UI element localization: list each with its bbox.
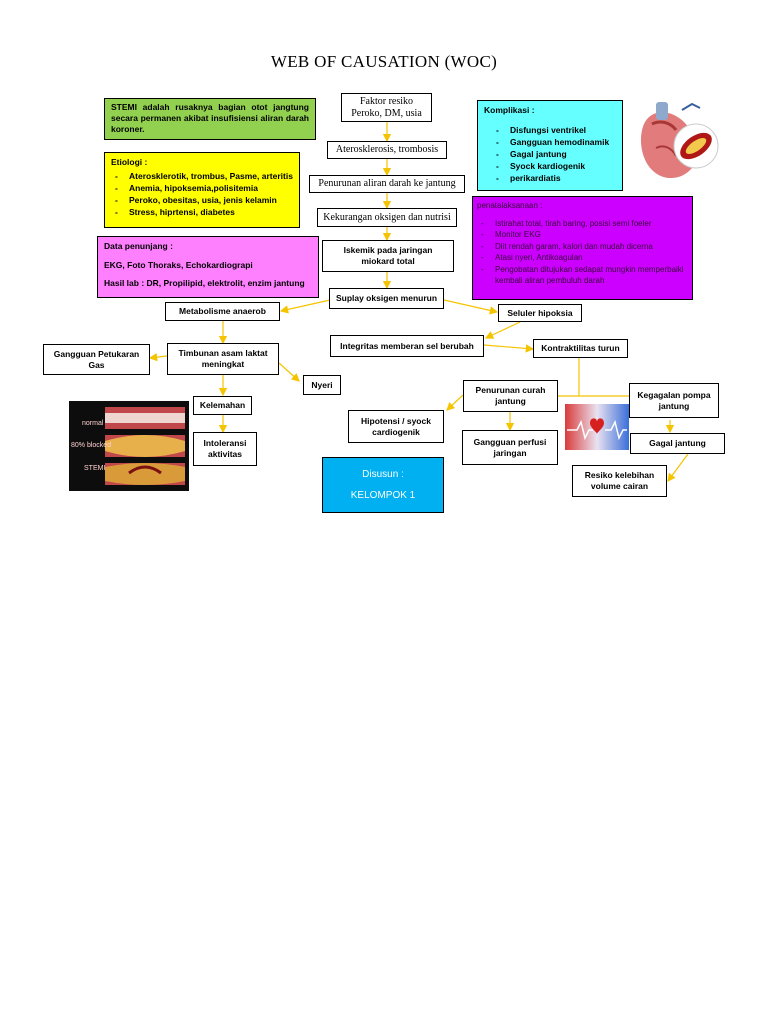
- komplikasi-heading: Komplikasi :: [484, 105, 535, 115]
- page-title: WEB OF CAUSATION (WOC): [270, 52, 498, 71]
- penatalaksanaan-item: Diit rendah garam, kalori dan mudah dice…: [477, 241, 688, 253]
- arrow: [278, 362, 300, 382]
- node-intoleransi-aktivitas: Intoleransi aktivitas: [193, 432, 257, 466]
- node-text: Gangguan perfusi jaringan: [473, 436, 547, 458]
- komplikasi-item: Gangguan hemodinamik: [492, 136, 616, 148]
- node-text: Iskemik pada jaringan miokard total: [343, 245, 433, 266]
- node-gangguan-perfusi: Gangguan perfusi jaringan: [462, 430, 558, 465]
- penatalaksanaan-item: Monitor EKG: [477, 229, 688, 241]
- node-text: Gangguan Petukaran Gas: [53, 348, 140, 370]
- node-hipotensi-syock: Hipotensi / syock cardiogenik: [348, 410, 444, 443]
- node-text: Intoleransi aktivitas: [203, 438, 247, 459]
- node-text: Resiko kelebihan volume cairan: [584, 470, 655, 491]
- node-text: Gagal jantung: [649, 438, 706, 448]
- node-integritas-memberan: Integritas memberan sel berubah: [330, 335, 484, 357]
- penatalaksanaan-heading: penatalaksanaan :: [477, 201, 543, 210]
- node-text: Suplay oksigen menurun: [335, 293, 438, 303]
- node-kelemahan: Kelemahan: [193, 396, 252, 415]
- etiologi-item: Stress, hiprtensi, diabetes: [111, 206, 293, 218]
- node-text: Kelemahan: [199, 400, 246, 410]
- node-text: Integritas memberan sel berubah: [340, 340, 474, 351]
- node-text: Kekurangan oksigen dan nutrisi: [323, 211, 451, 223]
- penunjang-line: Hasil lab : DR, Propilipid, elektrolit, …: [104, 278, 305, 288]
- node-text: Timbunan asam laktat meningkat: [178, 348, 268, 369]
- heart-ecg-icon: [565, 404, 629, 450]
- artery-label: STEMI: [84, 465, 106, 472]
- node-gagal-jantung: Gagal jantung: [630, 433, 725, 454]
- node-text: Hipotensi / syock cardiogenik: [361, 415, 431, 437]
- etiologi-heading: Etiologi :: [111, 157, 148, 167]
- penatalaksanaan-item: Atasi nyeri, Antikoagulan: [477, 252, 688, 264]
- node-faktor-resiko: Faktor resiko Peroko, DM, usia: [341, 93, 432, 122]
- komplikasi-box: Komplikasi : Disfungsi ventrikel Ganggua…: [477, 100, 623, 191]
- artery-blockage-image: normal 80% blocked STEMI: [69, 401, 189, 491]
- stemi-definition-text: STEMI adalah rusaknya bagian otot jangtu…: [111, 102, 309, 134]
- data-penunjang-box: Data penunjang : EKG, Foto Thoraks, Echo…: [97, 236, 319, 298]
- stemi-definition-box: STEMI adalah rusaknya bagian otot jangtu…: [104, 98, 316, 140]
- node-timbunan-asam-laktat: Timbunan asam laktat meningkat: [167, 343, 279, 375]
- penatalaksanaan-item: Pengobatan ditujukan sedapat mungkin mem…: [477, 264, 688, 287]
- node-penurunan-aliran: Penurunan aliran darah ke jantung: [309, 175, 465, 193]
- arrow: [446, 394, 464, 411]
- etiologi-box: Etiologi : Aterosklerotik, trombus, Pasm…: [104, 152, 300, 228]
- arrow: [148, 352, 168, 362]
- etiologi-item: Peroko, obesitas, usia, jenis kelamin: [111, 194, 293, 206]
- node-resiko-kelebihan-cairan: Resiko kelebihan volume cairan: [572, 465, 667, 497]
- node-aterosklerosis: Aterosklerosis, trombosis: [327, 141, 447, 159]
- node-text: Kontraktilitas turun: [541, 343, 620, 353]
- node-gangguan-pertukaran-gas: Gangguan Petukaran Gas: [43, 344, 150, 375]
- arrow: [483, 344, 535, 353]
- node-kegagalan-pompa: Kegagalan pompa jantung: [629, 383, 719, 418]
- heart-artery-illustration: [630, 98, 722, 186]
- node-nyeri: Nyeri: [303, 375, 341, 395]
- disusun-group: KELOMPOK 1: [350, 490, 416, 501]
- node-text: Faktor resiko Peroko, DM, usia: [351, 95, 422, 119]
- komplikasi-item: Syock kardiogenik: [492, 160, 616, 172]
- disusun-box: Disusun : KELOMPOK 1: [322, 457, 444, 513]
- node-text: Aterosklerosis, trombosis: [335, 144, 439, 155]
- node-text: Penurunan curah jantung: [475, 385, 546, 406]
- node-text: Penurunan aliran darah ke jantung: [318, 178, 456, 189]
- node-text: Metabolisme anaerob: [179, 306, 266, 316]
- etiologi-item: Anemia, hipoksemia,polisitemia: [111, 182, 293, 194]
- node-penurunan-curah-jantung: Penurunan curah jantung: [463, 380, 558, 412]
- komplikasi-item: Disfungsi ventrikel: [492, 124, 616, 136]
- node-text: Kegagalan pompa jantung: [637, 389, 711, 411]
- node-kontraktilitas-turun: Kontraktilitas turun: [533, 339, 628, 358]
- arrow: [279, 299, 331, 314]
- arrow: [443, 299, 499, 315]
- node-text: Nyeri: [311, 379, 333, 390]
- node-suplay-oksigen: Suplay oksigen menurun: [329, 288, 444, 309]
- penatalaksanaan-item: Istirahat total, tirah baring, posisi se…: [477, 218, 688, 230]
- node-metabolisme-anaerob: Metabolisme anaerob: [165, 302, 280, 321]
- node-seluler-hipoksia: Seluler hipoksia: [498, 304, 582, 322]
- etiologi-item: Aterosklerotik, trombus, Pasme, arteriti…: [111, 170, 293, 182]
- node-iskemik: Iskemik pada jaringan miokard total: [322, 240, 454, 272]
- arrow: [484, 321, 521, 339]
- arrow: [667, 453, 689, 482]
- node-text: Seluler hipoksia: [507, 307, 573, 318]
- komplikasi-item: perikardiatis: [492, 172, 616, 184]
- node-kekurangan-oksigen: Kekurangan oksigen dan nutrisi: [317, 208, 457, 227]
- penatalaksanaan-box: penatalaksanaan : Istirahat total, tirah…: [472, 196, 693, 300]
- artery-label: normal: [82, 420, 104, 427]
- disusun-label: Disusun :: [362, 469, 404, 480]
- penunjang-heading: Data penunjang :: [104, 241, 173, 251]
- artery-label: 80% blocked: [71, 442, 112, 449]
- komplikasi-item: Gagal jantung: [492, 148, 616, 160]
- penunjang-line: EKG, Foto Thoraks, Echokardiograpi: [104, 260, 253, 270]
